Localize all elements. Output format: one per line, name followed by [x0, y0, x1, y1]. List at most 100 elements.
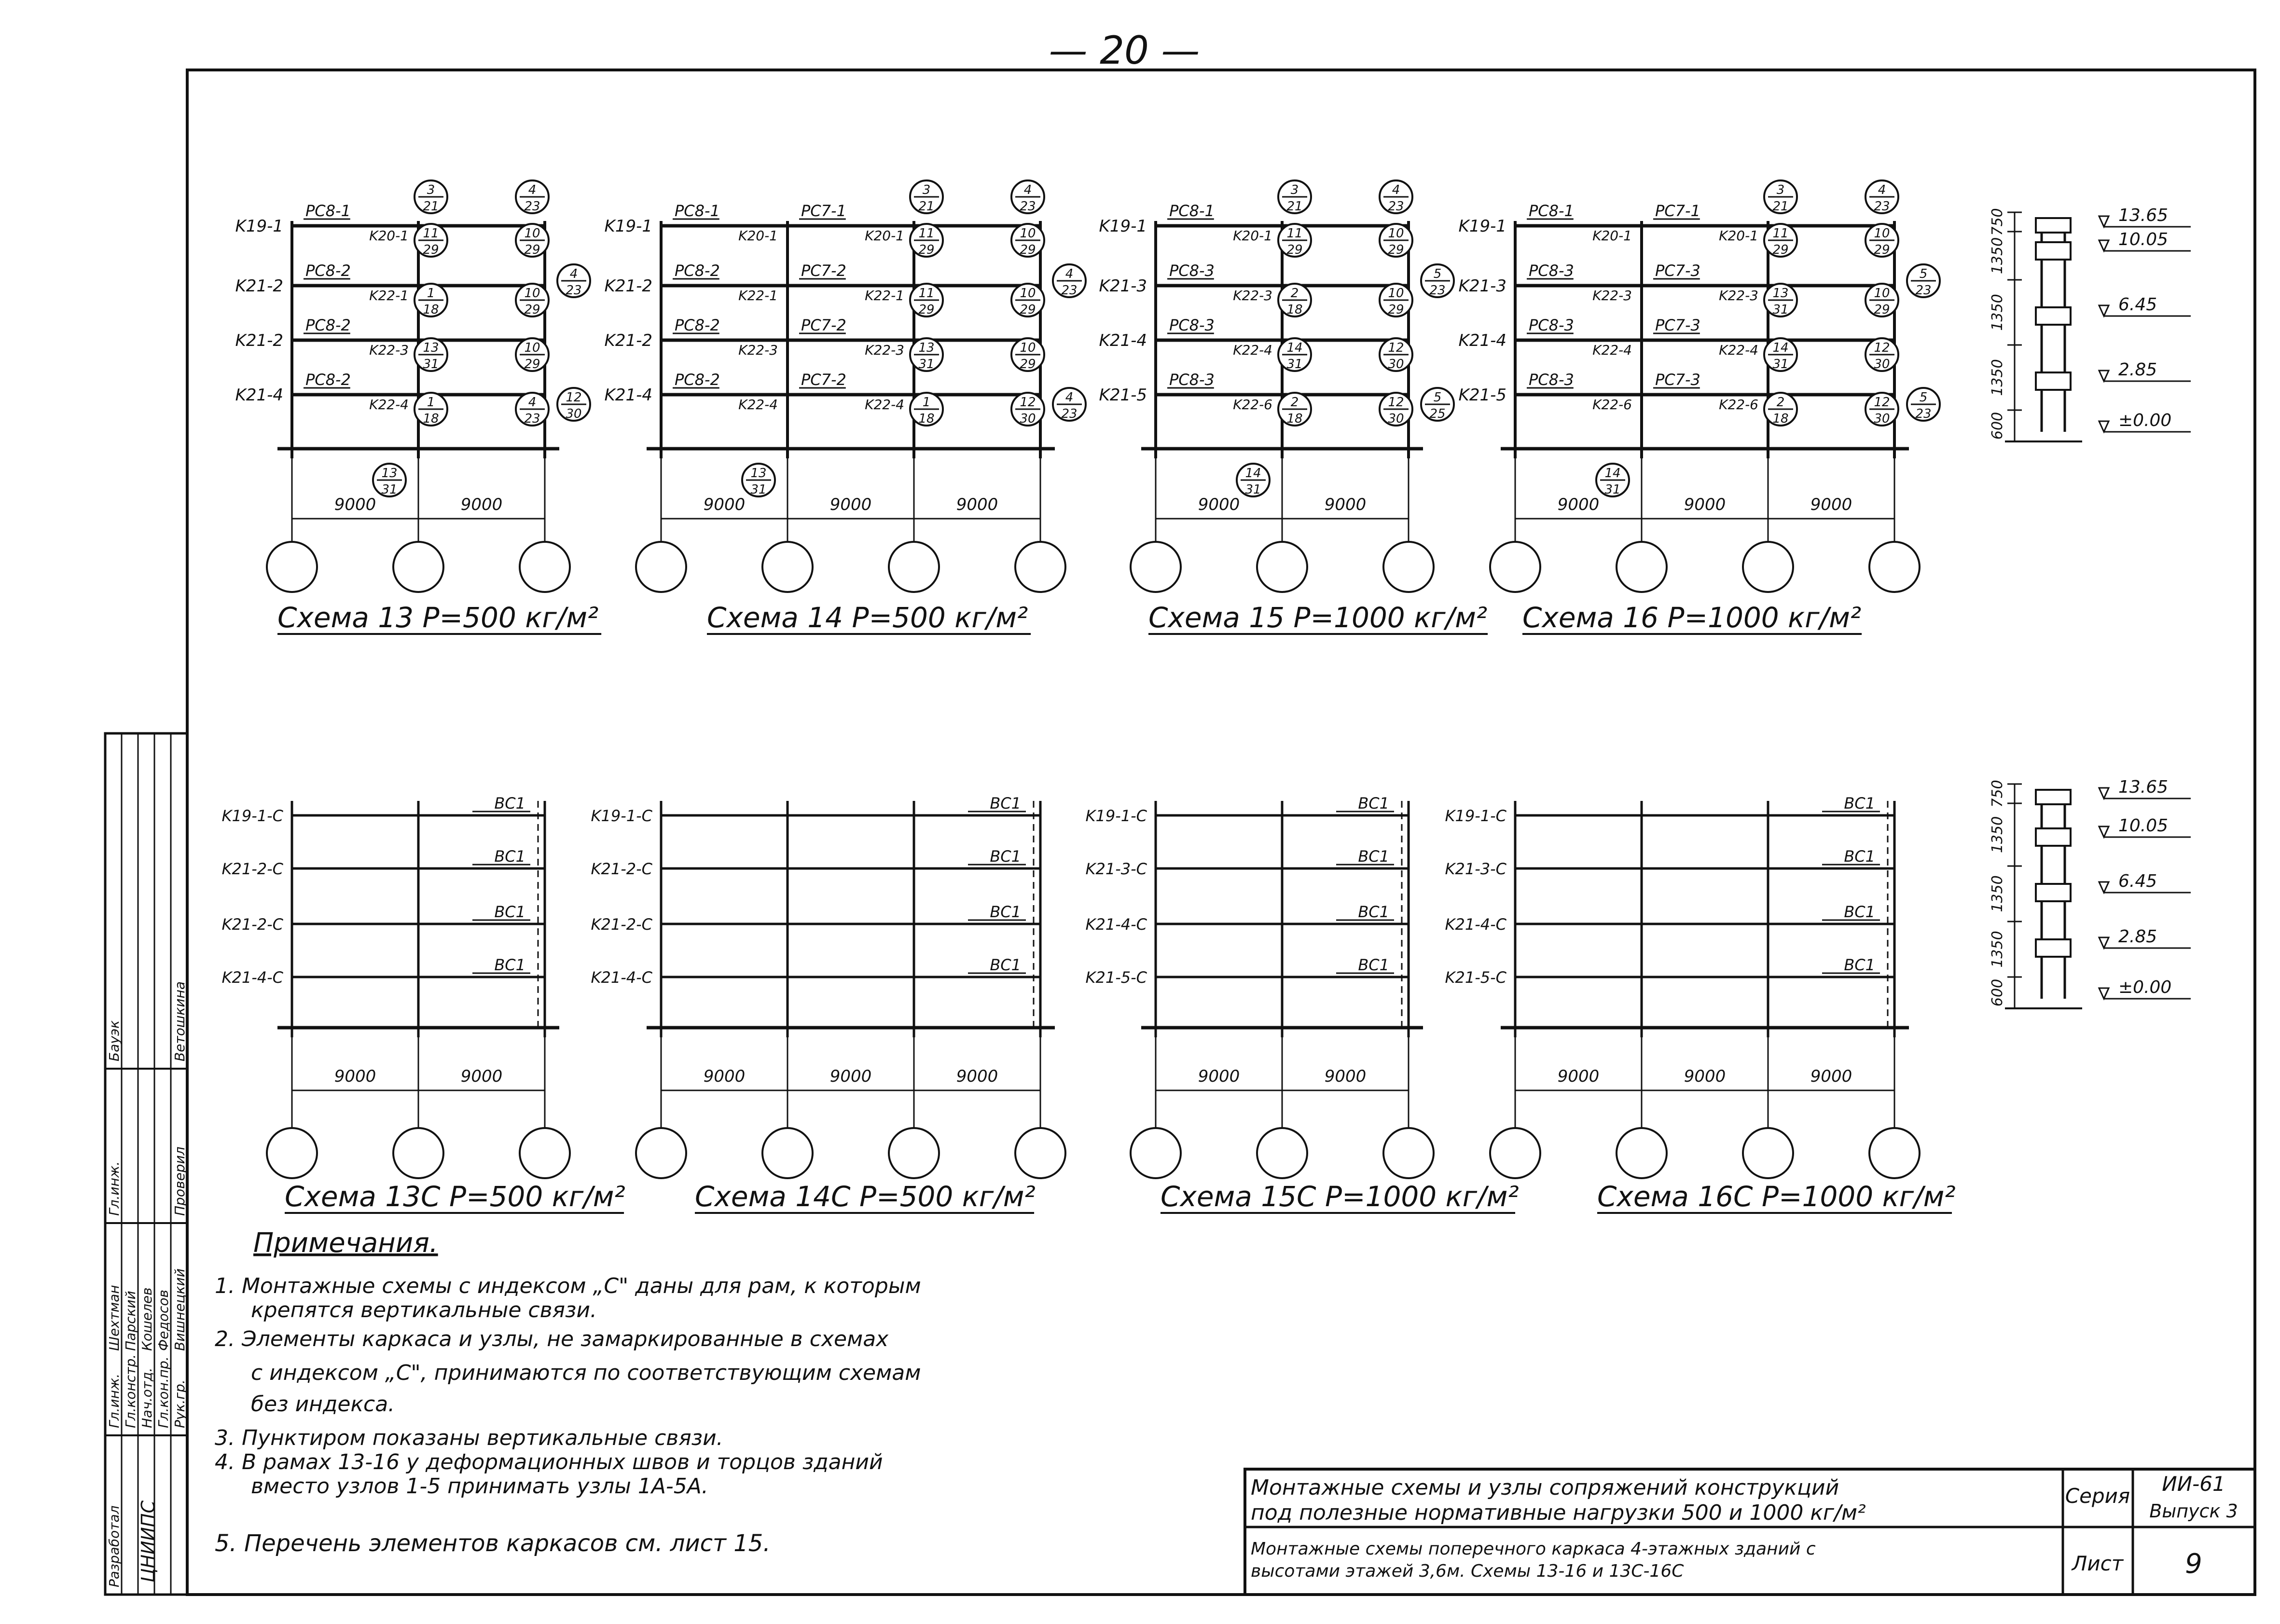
level-triangle	[2098, 239, 2110, 253]
dimension-value: 9000	[956, 1067, 998, 1086]
axis-bubble	[635, 541, 687, 593]
node-top: 10	[524, 341, 540, 355]
girder-mark: PC8-2	[675, 371, 720, 389]
axis-bubble	[392, 1127, 444, 1179]
node-top: 2	[1777, 395, 1785, 410]
level-value: 10.05	[2118, 230, 2168, 249]
scheme-15: K19-1PC8-1K20-1K21-3PC8-3K22-3K21-4PC8-3…	[1099, 179, 1488, 635]
axis-bubble	[1130, 1127, 1182, 1179]
node-c: 523	[1906, 263, 1941, 298]
axis-bubble	[1868, 541, 1921, 593]
elev-cap	[2035, 217, 2072, 234]
elev-height: 600	[1989, 979, 2006, 1006]
top-schemes: K19-1PC8-1K20-1K21-2PC8-2K22-1K21-2PC8-2…	[235, 179, 1941, 635]
node-top: 5	[1434, 267, 1442, 281]
elevation-1: 75013501350135060013.6510.056.452.85±0.0…	[1989, 206, 2191, 442]
girder-mark: PC8-3	[1169, 371, 1215, 389]
node-top: 4	[1065, 267, 1074, 281]
elev-height: 1350	[1989, 816, 2006, 853]
node-top: 2	[1291, 395, 1299, 410]
node-c: 423	[1052, 263, 1087, 298]
node-bottom: 30	[566, 407, 581, 421]
column-mark: K19-1	[235, 217, 283, 236]
node-top: 4	[1878, 183, 1886, 197]
node-a: 218	[1277, 392, 1312, 427]
joint-mark: K22-3	[1719, 288, 1758, 303]
joint-mark: K22-6	[1592, 397, 1632, 413]
axis-bubble	[1616, 1127, 1668, 1179]
elev-corbel	[2035, 372, 2072, 391]
scheme-title: Схема 14 P=500 кг/м²	[707, 601, 1028, 634]
node-bottom: 21	[423, 199, 439, 214]
axis-bubble	[1014, 1127, 1066, 1179]
node-a: 118	[414, 283, 448, 317]
note-line: 5. Перечень элементов каркасов см. лист …	[215, 1530, 771, 1557]
level-value: 6.45	[2118, 871, 2157, 891]
notes-block: Примечания. 1. Монтажные схемы с индексо…	[215, 1227, 921, 1557]
node-bottom: 29	[1020, 303, 1036, 317]
axis-bubble	[635, 1127, 687, 1179]
node-bottom: 18	[1286, 303, 1302, 317]
dimension-value: 9000	[1198, 495, 1240, 514]
scheme-16: K19-1PC8-1K20-1PC7-1K20-1K21-3PC8-3K22-3…	[1459, 179, 1941, 635]
joint-mark: K20-1	[369, 228, 409, 244]
girder-mark: PC8-3	[1529, 261, 1574, 280]
stamp-org: ЦНИИПС	[138, 1500, 159, 1583]
note-line: без индекса.	[251, 1392, 395, 1417]
axis-bubble	[1014, 541, 1066, 593]
node-top: 10	[1020, 286, 1036, 301]
girder-mark: PC8-2	[675, 261, 720, 280]
node-top: 11	[918, 286, 934, 301]
stamp-role: Рук.гр.	[172, 1379, 188, 1428]
joint-mark: K22-4	[1719, 342, 1758, 358]
scheme-13: K19-1PC8-1K20-1K21-2PC8-2K22-1K21-2PC8-2…	[235, 179, 602, 635]
girder-mark: PC7-2	[801, 316, 846, 334]
scheme-title: Схема 16 P=1000 кг/м²	[1522, 601, 1861, 634]
node-top: 4	[1065, 390, 1074, 405]
joint-mark: K20-1	[865, 228, 904, 244]
joint-mark: K22-1	[369, 288, 409, 303]
column-mark: K21-4	[1459, 331, 1506, 350]
node-b: 423	[515, 392, 550, 427]
node-top: 12	[1020, 395, 1036, 410]
bracing-mark: BC1	[990, 956, 1021, 974]
scheme-title: Схема 15 P=1000 кг/м²	[1148, 601, 1487, 634]
node-top: 4	[528, 183, 537, 197]
node-bottom: 30	[1020, 412, 1036, 426]
node-a: 218	[1763, 392, 1798, 427]
node-bottom: 29	[423, 243, 439, 257]
girder-mark: PC8-2	[305, 371, 351, 389]
joint-mark: K22-6	[1719, 397, 1758, 413]
node-a: 118	[414, 392, 448, 427]
axis-bubble	[1742, 541, 1794, 593]
level-value: 2.85	[2118, 360, 2157, 380]
node-top: 5	[1434, 390, 1442, 405]
stamp-role: Гл.кон.пр.	[155, 1356, 171, 1428]
level-value: ±0.00	[2118, 977, 2171, 997]
node-bottom: 23	[524, 199, 540, 214]
node-bottom: 29	[524, 357, 540, 372]
column-mark: K19-1	[605, 217, 652, 236]
dimension-value: 9000	[1558, 495, 1600, 514]
axis-bubble	[1616, 541, 1668, 593]
node-bottom: 30	[1874, 357, 1890, 372]
node-top: 4	[1024, 183, 1032, 197]
node-bottom: 31	[1604, 482, 1620, 497]
node-c: 523	[1420, 263, 1455, 298]
node-top: 12	[1388, 341, 1404, 355]
node-top: 12	[1388, 395, 1404, 410]
node-top: 13	[918, 341, 934, 355]
